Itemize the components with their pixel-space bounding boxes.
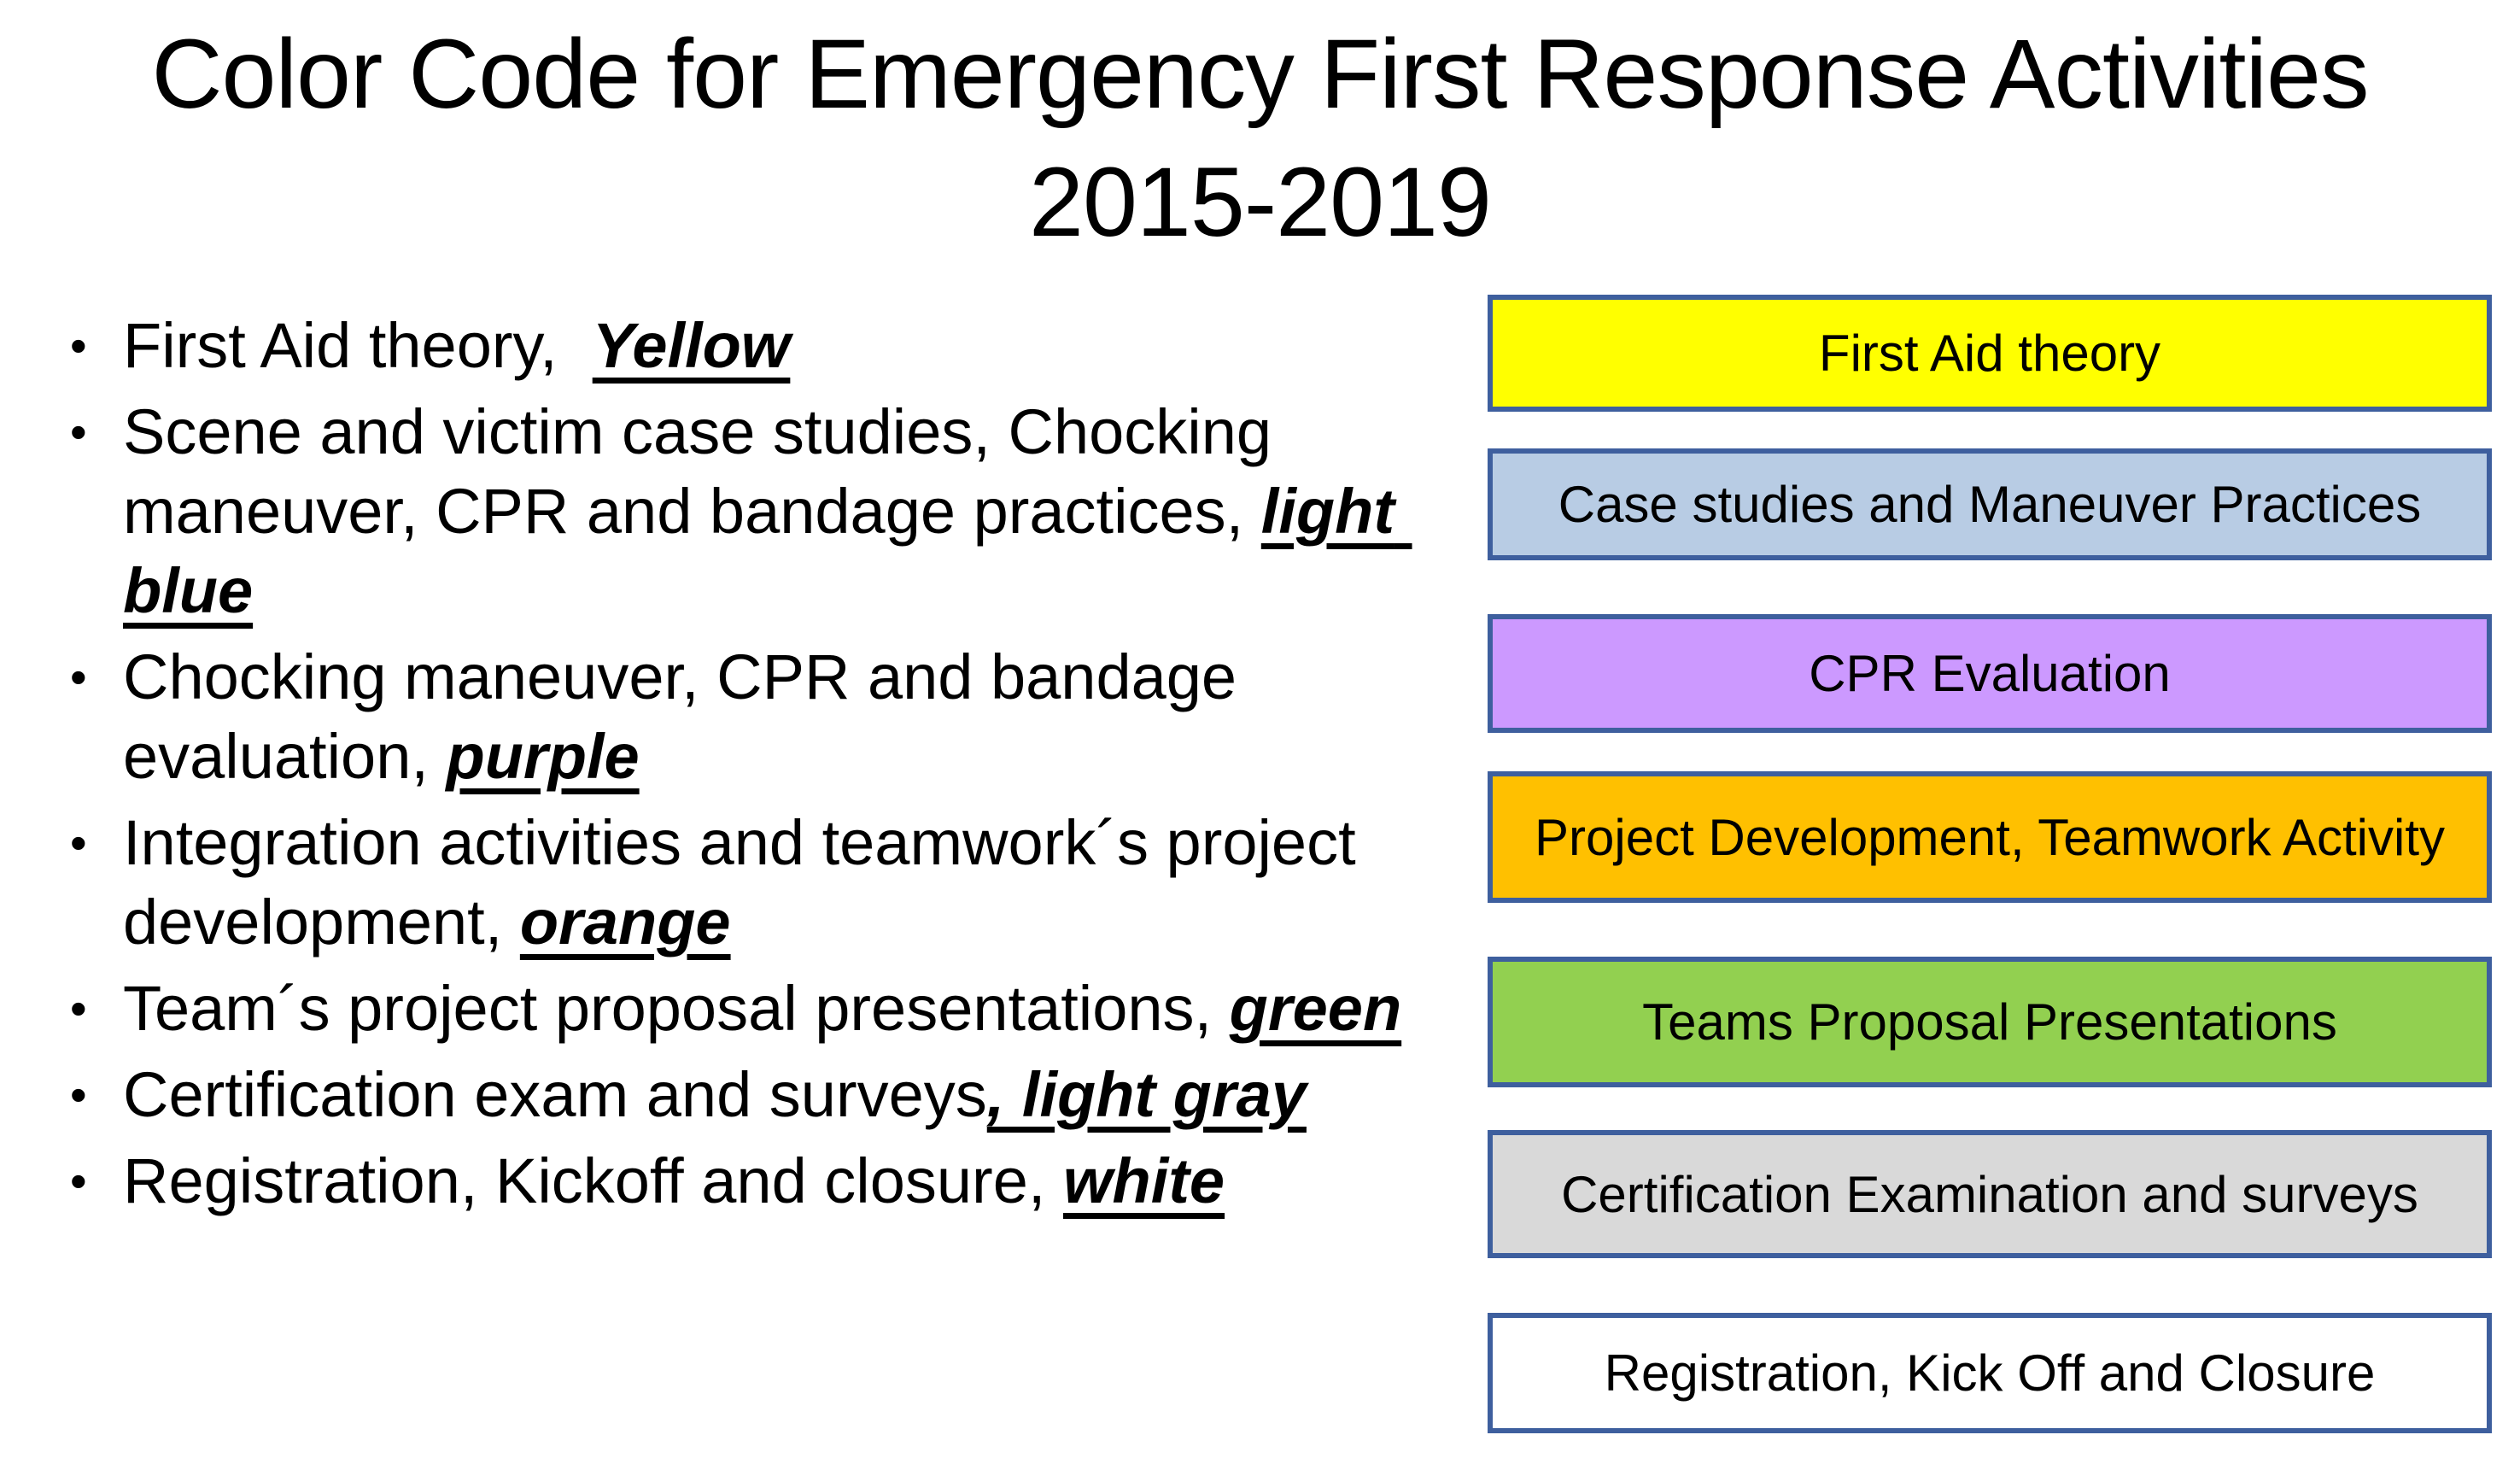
- bullet-marker: •: [70, 981, 87, 1035]
- bullet-color-word-orange: orange: [519, 887, 731, 958]
- bullet-prefix: First Aid theory,: [123, 310, 593, 381]
- bullet-prefix: Registration, Kickoff and closure,: [123, 1145, 1063, 1216]
- bullet-item-proposal-presentations: • Team´s project proposal presentations,…: [70, 969, 1438, 1048]
- bullet-color-word-yellow: Yellow: [592, 310, 791, 381]
- bullet-text: Scene and victim case studies, Chocking …: [123, 392, 1438, 630]
- bullet-marker: •: [70, 319, 87, 372]
- legend-box-label: CPR Evaluation: [1809, 645, 2171, 702]
- legend-box-registration-kickoff: Registration, Kick Off and Closure: [1488, 1313, 2492, 1433]
- bullet-text: Team´s project proposal presentations, g…: [123, 969, 1438, 1048]
- legend-box-label: Registration, Kick Off and Closure: [1604, 1344, 2376, 1402]
- legend-box-label: Case studies and Maneuver Practices: [1558, 476, 2422, 533]
- bullet-prefix: Team´s project proposal presentations,: [123, 973, 1230, 1044]
- legend-box-project-development: Project Development, Teamwork Activity: [1488, 771, 2492, 903]
- bullet-color-word-green: green: [1229, 973, 1402, 1044]
- bullet-color-word-white: white: [1062, 1145, 1225, 1216]
- legend-box-teams-proposal: Teams Proposal Presentations: [1488, 957, 2492, 1087]
- bullet-text: Chocking maneuver, CPR and bandage evalu…: [123, 637, 1438, 796]
- legend-box-label: Project Development, Teamwork Activity: [1535, 808, 2445, 866]
- bullet-item-evaluation: • Chocking maneuver, CPR and bandage eva…: [70, 637, 1438, 796]
- page-title: Color Code for Emergency First Response …: [0, 10, 2520, 266]
- bullet-color-word-light-gray: , light gray: [986, 1059, 1307, 1130]
- bullet-item-registration-kickoff: • Registration, Kickoff and closure, whi…: [70, 1141, 1438, 1221]
- bullet-marker: •: [70, 816, 87, 870]
- bullet-item-integration-activities: • Integration activities and teamwork´s …: [70, 803, 1438, 962]
- bullet-marker: •: [70, 650, 87, 704]
- bullet-color-word-purple: purple: [446, 721, 640, 792]
- legend-column: First Aid theory Case studies and Maneuv…: [1488, 0, 2492, 1470]
- legend-box-label: Certification Examination and surveys: [1561, 1165, 2418, 1223]
- color-code-bullet-list: • First Aid theory, Yellow • Scene and v…: [70, 306, 1438, 1227]
- legend-box-certification-examination: Certification Examination and surveys: [1488, 1130, 2492, 1258]
- bullet-text: Certification exam and surveys, light gr…: [123, 1055, 1438, 1134]
- bullet-text: Registration, Kickoff and closure, white: [123, 1141, 1438, 1221]
- legend-box-case-studies: Case studies and Maneuver Practices: [1488, 448, 2492, 560]
- bullet-prefix: Integration activities and teamwork´s pr…: [123, 807, 1374, 958]
- legend-box-cpr-evaluation: CPR Evaluation: [1488, 614, 2492, 733]
- bullet-marker: •: [70, 1154, 87, 1208]
- bullet-item-first-aid-theory: • First Aid theory, Yellow: [70, 306, 1438, 385]
- bullet-item-case-studies: • Scene and victim case studies, Chockin…: [70, 392, 1438, 630]
- bullet-item-certification-exam: • Certification exam and surveys, light …: [70, 1055, 1438, 1134]
- legend-box-label: Teams Proposal Presentations: [1642, 993, 2337, 1051]
- bullet-text: Integration activities and teamwork´s pr…: [123, 803, 1438, 962]
- bullet-marker: •: [70, 405, 87, 459]
- bullet-color-word-light-blue: light blue: [123, 476, 1412, 626]
- bullet-prefix: Chocking maneuver, CPR and bandage evalu…: [123, 641, 1254, 792]
- bullet-text: First Aid theory, Yellow: [123, 306, 1438, 385]
- bullet-prefix: Scene and victim case studies, Chocking …: [123, 396, 1289, 547]
- bullet-marker: •: [70, 1068, 87, 1122]
- legend-box-first-aid-theory: First Aid theory: [1488, 295, 2492, 412]
- title-line-2: 2015-2019: [1029, 148, 1492, 257]
- bullet-prefix: Certification exam and surveys: [123, 1059, 987, 1130]
- legend-box-label: First Aid theory: [1818, 325, 2161, 382]
- title-line-1: Color Code for Emergency First Response …: [151, 20, 2369, 129]
